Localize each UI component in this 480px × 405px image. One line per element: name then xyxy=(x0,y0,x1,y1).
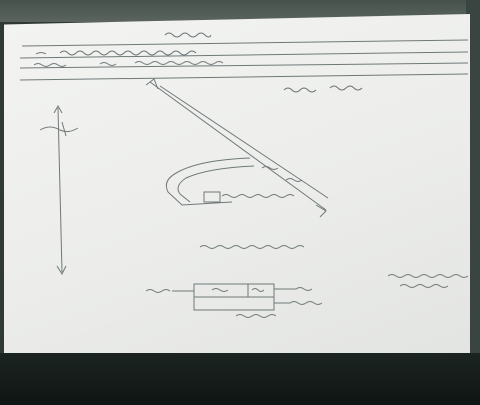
plot-building-box xyxy=(203,191,221,203)
sketch-caption-script xyxy=(199,245,305,249)
road-edge-2 xyxy=(159,85,329,199)
bottom-right-note-script xyxy=(387,274,469,288)
plot-outline xyxy=(165,157,251,206)
boundary-left-label xyxy=(145,289,194,293)
header-script-2 xyxy=(35,50,197,56)
header-rule-2 xyxy=(19,51,469,59)
boundary-right-label xyxy=(274,287,313,291)
header-script-3 xyxy=(33,61,224,67)
north-arrow-bottom xyxy=(56,265,67,276)
header-rule-4 xyxy=(19,73,469,81)
plot-label-script xyxy=(221,194,295,198)
header-rule-3 xyxy=(19,62,469,69)
boundary-bottom-label xyxy=(235,314,277,318)
north-mark-cross xyxy=(39,121,79,137)
paper-sheet xyxy=(4,14,470,362)
header-script-1 xyxy=(164,32,212,38)
boundary-right-label-2 xyxy=(274,301,323,305)
north-arrow-top xyxy=(53,104,63,114)
boundary-inner-script xyxy=(211,288,265,292)
road-edge-1 xyxy=(149,81,327,211)
road-end-mark xyxy=(315,204,327,218)
table-shadow xyxy=(0,353,480,405)
north-line xyxy=(57,107,63,273)
road-label-script xyxy=(261,166,303,182)
plot-inner-outline xyxy=(177,165,255,203)
top-right-note-script xyxy=(283,85,363,93)
road-start-mark xyxy=(145,78,159,90)
header-rule-1 xyxy=(21,39,469,47)
